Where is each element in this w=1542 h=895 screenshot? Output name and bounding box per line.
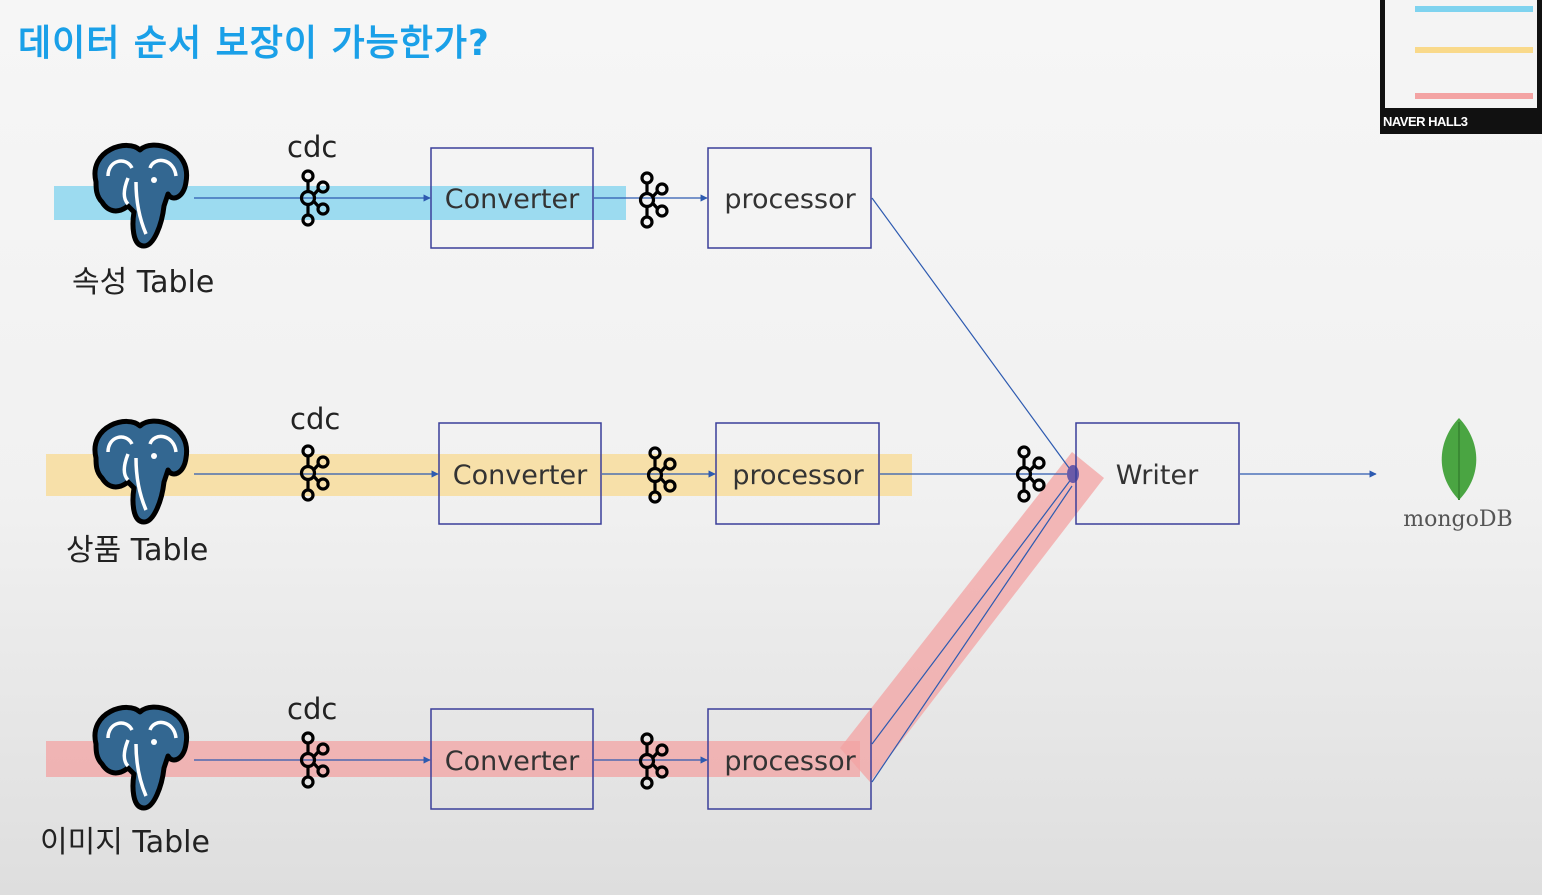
converter-label-row1: Converter	[445, 184, 580, 215]
writer-junction	[1067, 465, 1079, 483]
cdc-label-row3: cdc	[287, 692, 337, 726]
slide-title: 데이터 순서 보장이 가능한가?	[18, 23, 490, 64]
kafka-icon	[638, 171, 669, 229]
cdc-label-row1: cdc	[287, 130, 337, 164]
video-thumbnail: NAVER HALL3	[1380, 0, 1542, 134]
processor-label-row1: processor	[724, 184, 856, 215]
thumbnail-caption: NAVER HALL3	[1383, 114, 1468, 129]
processor-label-row2: processor	[732, 460, 864, 491]
thumbnail-slide-preview	[1385, 0, 1537, 108]
writer-box	[1075, 422, 1240, 525]
writer-label: Writer	[1116, 460, 1199, 491]
converter-box-row1	[430, 147, 594, 249]
line-processor3-to-writer-a	[871, 477, 1073, 745]
postgresql-icon	[95, 421, 187, 522]
processor-label-row3: processor	[724, 746, 856, 777]
table-label-image: 이미지 Table	[40, 825, 210, 860]
highlight-band-row2	[46, 454, 912, 496]
mongodb-leaf-icon	[1441, 418, 1477, 500]
table-label-product: 상품 Table	[66, 533, 208, 568]
mongodb-label: mongoDB	[1403, 507, 1512, 532]
thumbnail-band-yellow	[1415, 47, 1533, 53]
processor-box-row3	[707, 708, 872, 810]
table-label-attribute: 속성 Table	[72, 265, 214, 300]
postgresql-icon	[95, 707, 187, 808]
converter-box-row3	[430, 708, 594, 810]
line-processor3-to-writer-b	[871, 485, 1073, 783]
converter-box-row2	[438, 422, 602, 525]
converter-label-row2: Converter	[453, 460, 588, 491]
thumbnail-band-blue	[1415, 6, 1533, 12]
converter-label-row3: Converter	[445, 746, 580, 777]
postgresql-icon	[95, 145, 187, 246]
thumbnail-band-red	[1415, 93, 1533, 99]
line-processor1-to-writer	[871, 197, 1073, 473]
processor-box-row2	[715, 422, 880, 525]
cdc-label-row2: cdc	[290, 402, 340, 436]
processor-box-row1	[707, 147, 872, 249]
